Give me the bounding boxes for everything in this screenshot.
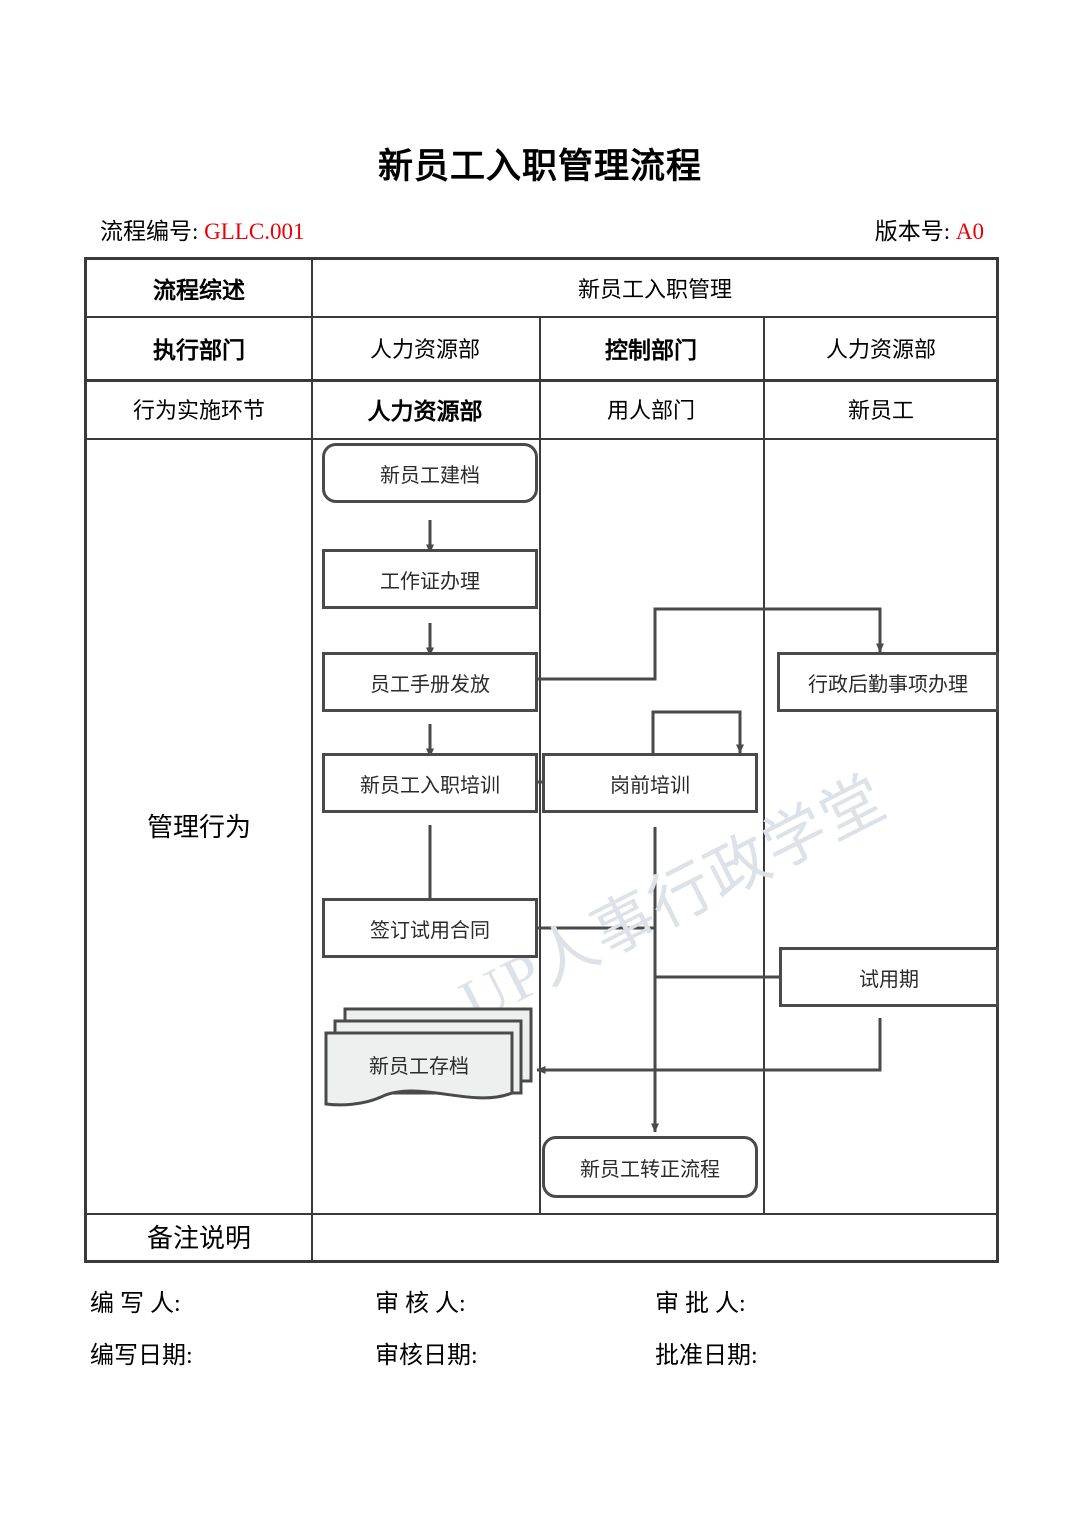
flow-node-probation-contract[interactable]: 签订试用合同 <box>322 898 538 958</box>
table-rule-1 <box>87 316 996 318</box>
flow-node-employee-archive[interactable]: 新员工存档 <box>323 1005 538 1110</box>
table-rule-4 <box>87 1213 996 1215</box>
row-value-remark <box>311 1213 999 1260</box>
row-label-exec-dept: 执行部门 <box>153 337 245 363</box>
action-stage-col-3: 新员工 <box>847 397 914 423</box>
approver-field[interactable]: 审 批 人: <box>655 1291 746 1317</box>
flow-node-pre-job-training[interactable]: 岗前培训 <box>542 753 758 813</box>
version-number: 版本号: A0 <box>875 212 984 246</box>
row-label-remark: 备注说明 <box>146 1224 251 1253</box>
action-stage-col-1: 人力资源部 <box>367 398 483 424</box>
table-vrule-col3 <box>763 316 765 1213</box>
process-number: 流程编号: GLLC.001 <box>100 212 304 246</box>
exec-dept-col-2: 控制部门 <box>605 337 697 363</box>
process-number-value: GLLC.001 <box>204 219 305 244</box>
flow-node-regularization-process[interactable]: 新员工转正流程 <box>542 1136 758 1198</box>
version-label: 版本号: <box>874 219 951 244</box>
process-number-label: 流程编号: <box>100 219 199 244</box>
row-label-management-action: 管理行为 <box>146 813 251 842</box>
reviewer-field[interactable]: 审 核 人: <box>375 1291 466 1317</box>
table-rule-3 <box>87 438 996 440</box>
flow-node-onboarding-training[interactable]: 新员工入职培训 <box>322 753 538 813</box>
flow-node-admin-logistics[interactable]: 行政后勤事项办理 <box>777 652 999 712</box>
table-vrule-col2 <box>539 316 541 1213</box>
version-value: A0 <box>955 219 984 244</box>
table-rule-2 <box>87 379 996 382</box>
signature-block: 编 写 人: 审 核 人: 审 批 人: 编写日期: 审核日期: 批准日期: <box>90 1283 990 1387</box>
edge-n4-n7 <box>538 710 744 784</box>
flow-node-handbook-issue[interactable]: 员工手册发放 <box>322 652 538 712</box>
row-label-action-stage: 行为实施环节 <box>132 397 265 423</box>
flow-node-employee-archive-label: 新员工存档 <box>369 1055 469 1078</box>
watermark-text: UP人事行政学堂 <box>450 763 898 1037</box>
page-title: 新员工入职管理流程 <box>377 147 702 186</box>
document-meta-row: 流程编号: GLLC.001 版本号: A0 <box>100 212 990 246</box>
signature-row-people: 编 写 人: 审 核 人: 审 批 人: <box>90 1283 990 1335</box>
row-label-overview: 流程综述 <box>153 278 245 303</box>
edge-n10-n6 <box>536 1018 882 1074</box>
exec-dept-col-3: 人力资源部 <box>825 336 936 362</box>
author-date-field[interactable]: 编写日期: <box>90 1343 193 1369</box>
edge-n5-n10 <box>538 926 867 981</box>
approver-date-field[interactable]: 批准日期: <box>655 1343 758 1369</box>
exec-dept-col-1: 人力资源部 <box>369 336 480 362</box>
row-value-overview: 新员工入职管理 <box>577 277 732 302</box>
action-stage-col-2: 用人部门 <box>606 397 695 423</box>
author-field[interactable]: 编 写 人: <box>90 1291 181 1317</box>
signature-row-dates: 编写日期: 审核日期: 批准日期: <box>90 1335 990 1387</box>
table-vrule-label <box>311 260 313 1260</box>
reviewer-date-field[interactable]: 审核日期: <box>375 1343 478 1369</box>
flow-node-work-permit[interactable]: 工作证办理 <box>322 549 538 609</box>
edge-n3-n9 <box>538 607 884 681</box>
process-table: 流程综述 新员工入职管理 执行部门 人力资源部 控制部门 人力资源部 行为实施环… <box>84 257 999 1263</box>
flow-node-probation-period[interactable]: 试用期 <box>779 947 999 1007</box>
flow-node-new-employee-file[interactable]: 新员工建档 <box>322 443 538 503</box>
